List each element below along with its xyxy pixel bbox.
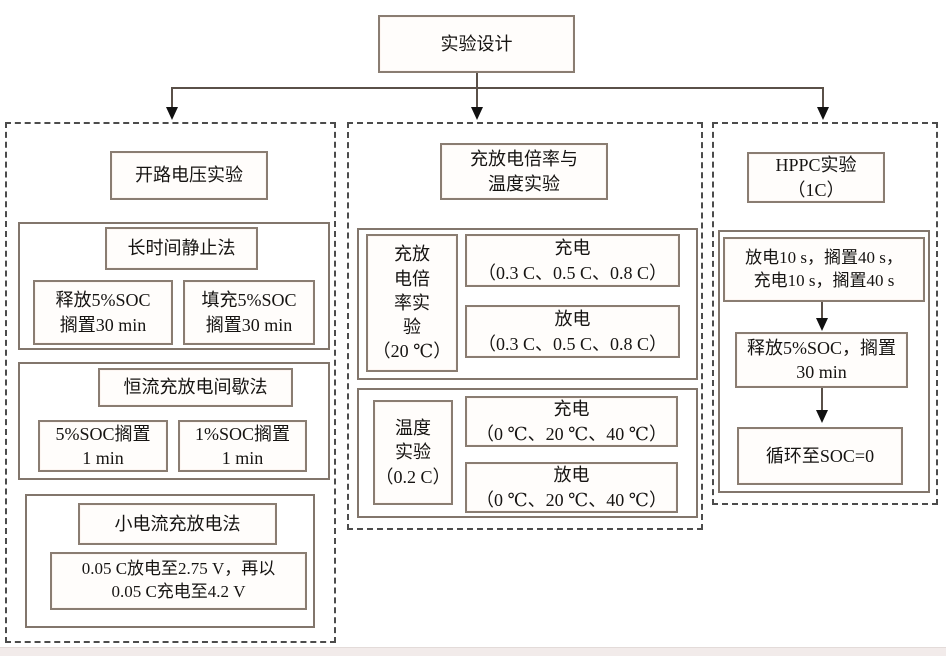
connector-right-stem xyxy=(822,88,824,108)
panel-open-circuit-voltage xyxy=(5,122,336,643)
root-node-experiment-design: 实验设计 xyxy=(378,15,575,73)
arrow-down-icon xyxy=(816,318,828,331)
panel-rate-temperature xyxy=(347,122,703,530)
connector-hppc-1 xyxy=(821,302,823,319)
node-intermittent-5soc-step: 5%SOC搁置 1 min xyxy=(38,420,168,472)
node-long-rest-discharge-step: 释放5%SOC 搁置30 min xyxy=(33,280,173,345)
connector-middle-stem xyxy=(476,88,478,108)
connector-hppc-2 xyxy=(821,388,823,411)
node-hppc-step3: 循环至SOC=0 xyxy=(737,427,903,485)
node-temperature-experiment-label: 温度 实验 （0.2 C） xyxy=(373,400,453,505)
node-hppc-step2: 释放5%SOC，搁置 30 min xyxy=(735,332,908,388)
page-edge-strip xyxy=(0,647,946,656)
arrow-down-icon xyxy=(816,410,828,423)
node-rate-charge: 充电 （0.3 C、0.5 C、0.8 C） xyxy=(465,234,680,287)
node-hppc-step1: 放电10 s，搁置40 s， 充电10 s，搁置40 s xyxy=(723,237,925,302)
group-long-rest-method xyxy=(18,222,330,350)
panel-hppc xyxy=(712,122,938,505)
node-intermittent-title: 恒流充放电间歇法 xyxy=(98,368,293,407)
node-rate-experiment-label: 充放 电倍 率实 验 （20 ℃） xyxy=(366,234,458,372)
arrow-down-icon xyxy=(471,107,483,120)
node-rate-temperature-title: 充放电倍率与 温度实验 xyxy=(440,143,608,200)
connector-left-stem xyxy=(171,88,173,108)
arrow-down-icon xyxy=(817,107,829,120)
node-ocv-title: 开路电压实验 xyxy=(110,151,268,200)
node-rate-discharge: 放电 （0.3 C、0.5 C、0.8 C） xyxy=(465,305,680,358)
group-rate-experiment xyxy=(357,228,698,380)
node-long-rest-title: 长时间静止法 xyxy=(105,227,258,270)
arrow-down-icon xyxy=(166,107,178,120)
node-long-rest-charge-step: 填充5%SOC 搁置30 min xyxy=(183,280,315,345)
node-intermittent-1soc-step: 1%SOC搁置 1 min xyxy=(178,420,307,472)
connector-horizontal-bus xyxy=(171,87,824,89)
group-intermittent-method xyxy=(18,362,330,480)
group-hppc-sequence xyxy=(718,230,930,493)
group-small-current-method xyxy=(25,494,315,628)
group-temperature-experiment xyxy=(357,388,698,518)
node-small-current-step: 0.05 C放电至2.75 V，再以 0.05 C充电至4.2 V xyxy=(50,552,307,610)
node-temperature-charge: 充电 （0 ℃、20 ℃、40 ℃） xyxy=(465,396,678,447)
connector-root-stem xyxy=(476,73,478,88)
node-hppc-title: HPPC实验 （1C） xyxy=(747,152,885,203)
node-small-current-title: 小电流充放电法 xyxy=(78,503,277,545)
node-temperature-discharge: 放电 （0 ℃、20 ℃、40 ℃） xyxy=(465,462,678,513)
